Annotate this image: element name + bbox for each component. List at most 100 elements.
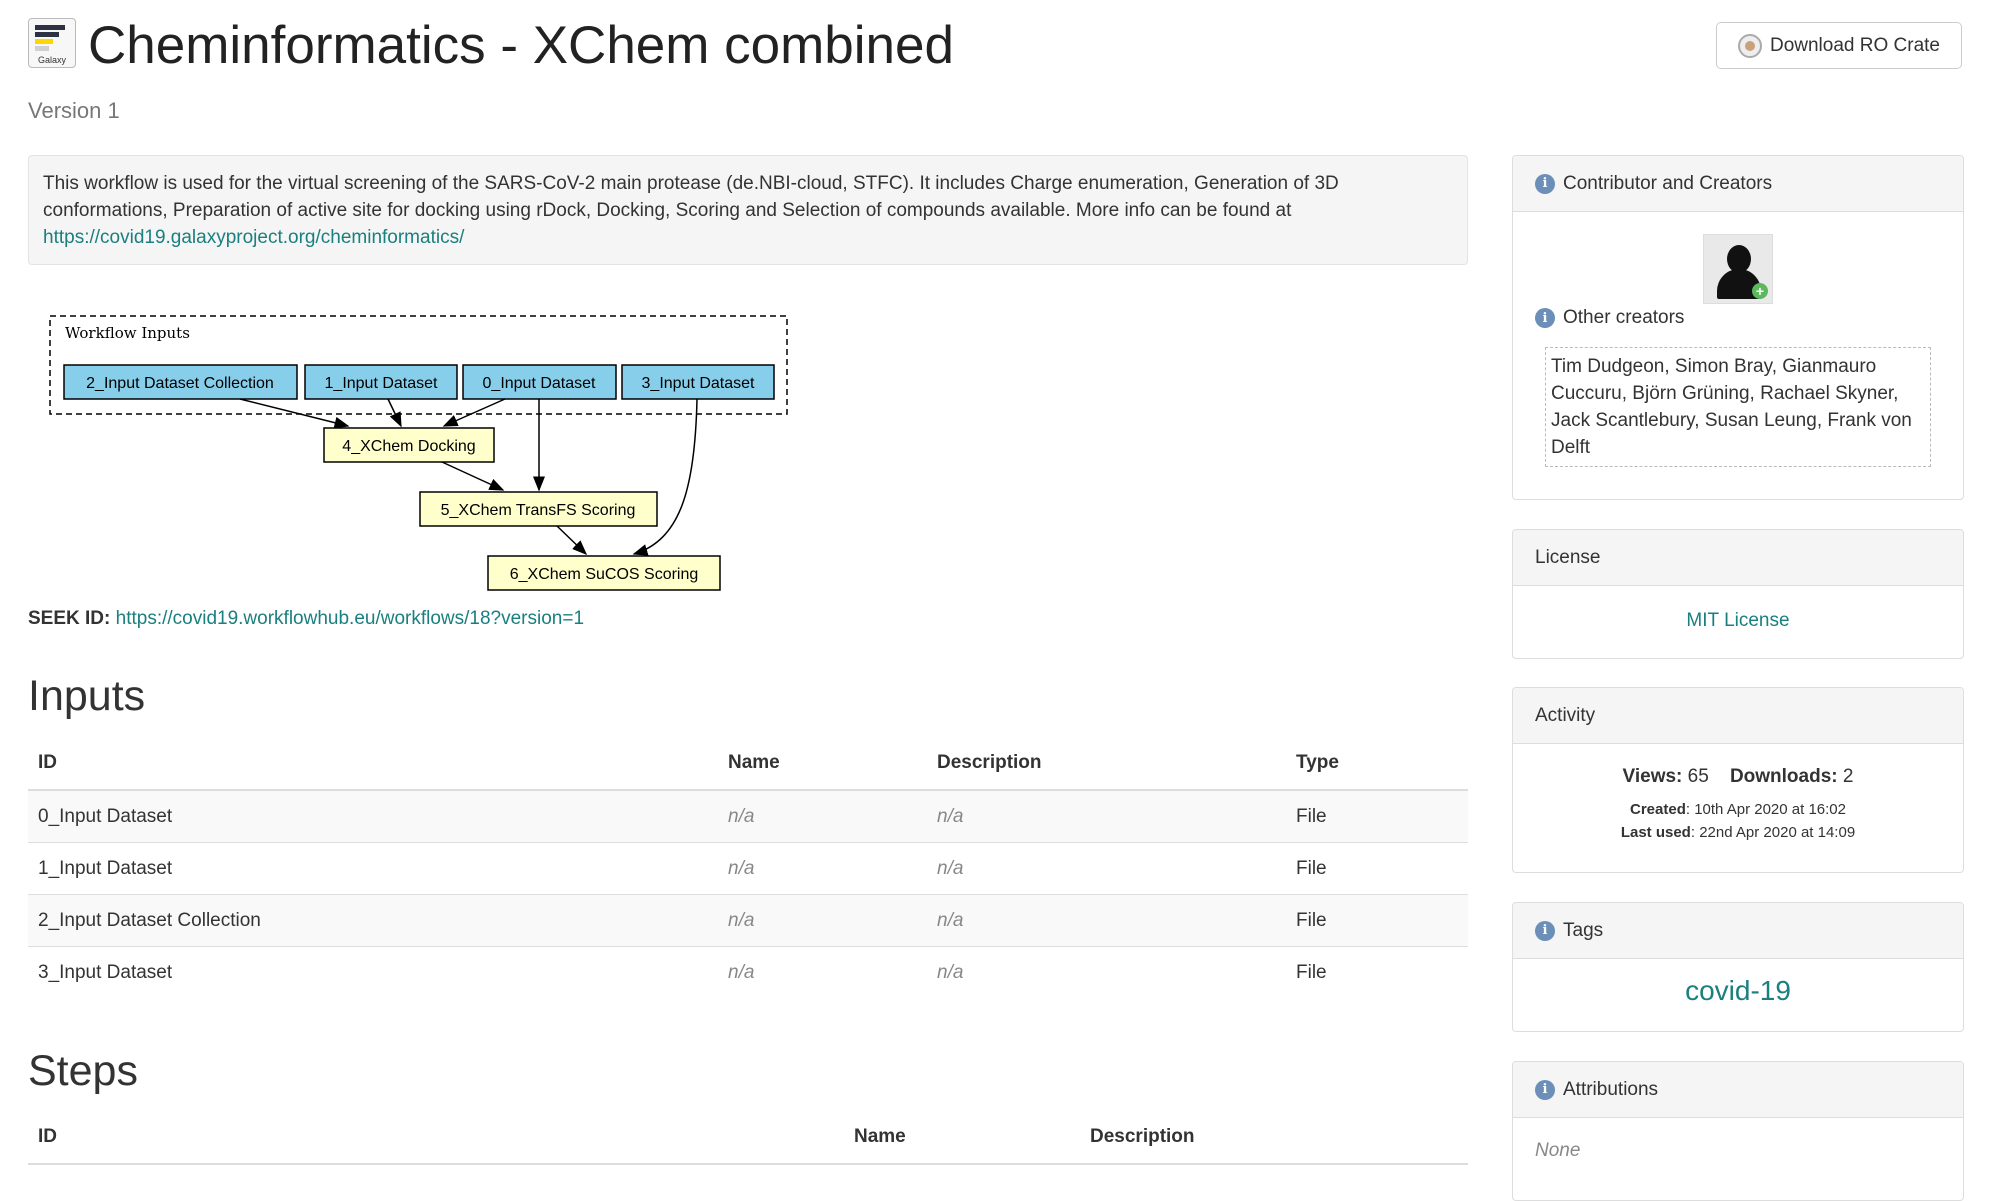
downloads-count: 2 xyxy=(1842,766,1854,787)
cell-description: n/a xyxy=(927,894,1286,947)
node-2-input-dataset-collection[interactable] xyxy=(63,364,298,400)
attributions-panel: i Attributions None xyxy=(1512,1061,1964,1201)
workflow-description: This workflow is used for the virtual sc… xyxy=(28,155,1468,265)
downloads-label: Downloads: xyxy=(1729,766,1838,787)
inputs-header-row: ID Name Description Type xyxy=(28,737,1468,791)
cell-type: File xyxy=(1286,789,1468,843)
views-label: Views: xyxy=(1622,766,1683,787)
node-6-xchem-sucos-scoring[interactable] xyxy=(487,555,721,591)
tags-panel: i Tags covid-19 xyxy=(1512,902,1964,1032)
activity-title: Activity xyxy=(1535,704,1596,726)
created-label: Created xyxy=(1630,801,1686,818)
last-used-label: Last used xyxy=(1620,824,1691,841)
cell-id: 3_Input Dataset xyxy=(28,946,718,998)
steps-heading: Steps xyxy=(28,1047,138,1095)
node-5-xchem-transfs-scoring[interactable] xyxy=(419,491,658,527)
tag-covid-19[interactable]: covid-19 xyxy=(1685,975,1791,1006)
avatar[interactable]: + xyxy=(1703,234,1773,304)
cheminformatics-link[interactable]: https://covid19.galaxyproject.org/chemin… xyxy=(43,227,465,248)
table-row: 2_Input Dataset Collection n/a n/a File xyxy=(28,894,1468,947)
cell-id: 0_Input Dataset xyxy=(28,789,718,843)
workflow-inputs-label: Workflow Inputs xyxy=(65,324,190,342)
node-1-input-dataset[interactable] xyxy=(304,364,458,400)
created-line: Created: 10th Apr 2020 at 16:02 xyxy=(1513,798,1963,821)
attributions-value: None xyxy=(1535,1140,1581,1161)
info-icon[interactable]: i xyxy=(1535,173,1555,194)
cell-description: n/a xyxy=(927,946,1286,998)
info-icon[interactable]: i xyxy=(1535,920,1555,941)
page-title: Cheminformatics - XChem combined xyxy=(88,16,954,75)
activity-stats: Views: 65 Downloads: 2 xyxy=(1513,766,1963,788)
col-id: ID xyxy=(28,737,718,791)
node-4-label: 4_XChem Docking xyxy=(342,438,475,455)
node-4-xchem-docking[interactable] xyxy=(323,427,495,463)
seek-id: SEEK ID: https://covid19.workflowhub.eu/… xyxy=(28,608,584,630)
workflow-inputs-group xyxy=(49,315,788,415)
node-0-label: 0_Input Dataset xyxy=(483,375,597,392)
last-used-value: : 22nd Apr 2020 at 14:09 xyxy=(1690,824,1856,841)
table-row: 0_Input Dataset n/a n/a File xyxy=(28,789,1468,843)
cell-name: n/a xyxy=(718,894,927,947)
contributors-panel-header: i Contributor and Creators xyxy=(1513,156,1963,212)
node-1-label: 1_Input Dataset xyxy=(325,375,439,392)
cell-id: 1_Input Dataset xyxy=(28,842,718,895)
inputs-table: ID Name Description Type 0_Input Dataset… xyxy=(28,737,1468,998)
workflow-diagram: Workflow Inputs 2_Input Dataset Collecti… xyxy=(49,315,788,591)
tags-title: Tags xyxy=(1563,919,1604,941)
contributors-panel: i Contributor and Creators + i Other cre… xyxy=(1512,155,1964,500)
steps-header-row: ID Name Description xyxy=(28,1111,1468,1165)
steps-table: ID Name Description xyxy=(28,1111,1468,1165)
table-row: 1_Input Dataset n/a n/a File xyxy=(28,842,1468,895)
galaxy-logo: Galaxy xyxy=(28,18,76,68)
cell-name: n/a xyxy=(718,842,927,895)
other-creators-list: Tim Dudgeon, Simon Bray, Gianmauro Cuccu… xyxy=(1545,347,1931,467)
license-panel-header: License xyxy=(1513,530,1963,586)
description-text: This workflow is used for the virtual sc… xyxy=(43,173,1339,221)
col-description: Description xyxy=(1080,1111,1468,1165)
other-creators-heading: i Other creators xyxy=(1535,307,1684,329)
col-type: Type xyxy=(1286,737,1468,791)
info-icon[interactable]: i xyxy=(1535,308,1555,328)
plus-icon: + xyxy=(1752,283,1768,299)
license-link[interactable]: MIT License xyxy=(1686,610,1790,631)
logo-text: Galaxy xyxy=(37,55,66,65)
cell-description: n/a xyxy=(927,789,1286,843)
cell-name: n/a xyxy=(718,946,927,998)
col-name: Name xyxy=(844,1111,1080,1165)
other-creators-label: Other creators xyxy=(1563,307,1685,328)
attributions-title: Attributions xyxy=(1563,1078,1659,1100)
tags-panel-header: i Tags xyxy=(1513,903,1963,959)
views-count: 65 xyxy=(1687,766,1709,787)
seek-id-link[interactable]: https://covid19.workflowhub.eu/workflows… xyxy=(115,608,585,629)
cell-type: File xyxy=(1286,842,1468,895)
diagram-edges xyxy=(239,398,698,556)
node-2-label: 2_Input Dataset Collection xyxy=(86,375,274,392)
seek-id-label: SEEK ID: xyxy=(28,608,111,629)
info-icon[interactable]: i xyxy=(1535,1079,1555,1100)
col-name: Name xyxy=(718,737,927,791)
license-title: License xyxy=(1535,546,1601,568)
cell-type: File xyxy=(1286,894,1468,947)
contributors-title: Contributor and Creators xyxy=(1563,172,1773,194)
activity-panel: Activity Views: 65 Downloads: 2 Created:… xyxy=(1512,687,1964,873)
activity-panel-header: Activity xyxy=(1513,688,1963,744)
last-used-line: Last used: 22nd Apr 2020 at 14:09 xyxy=(1513,821,1963,844)
col-id: ID xyxy=(28,1111,844,1165)
node-5-label: 5_XChem TransFS Scoring xyxy=(441,502,636,519)
created-value: : 10th Apr 2020 at 16:02 xyxy=(1685,801,1846,818)
col-description: Description xyxy=(927,737,1286,791)
node-3-input-dataset[interactable] xyxy=(621,364,775,400)
attributions-panel-header: i Attributions xyxy=(1513,1062,1963,1118)
cell-id: 2_Input Dataset Collection xyxy=(28,894,718,947)
license-panel: License MIT License xyxy=(1512,529,1964,659)
table-row: 3_Input Dataset n/a n/a File xyxy=(28,946,1468,998)
node-3-label: 3_Input Dataset xyxy=(642,375,756,392)
download-ro-crate-button[interactable]: Download RO Crate xyxy=(1716,22,1962,69)
cell-type: File xyxy=(1286,946,1468,998)
ro-crate-icon xyxy=(1737,33,1762,58)
version-label: Version 1 xyxy=(28,98,120,123)
cell-name: n/a xyxy=(718,789,927,843)
cell-description: n/a xyxy=(927,842,1286,895)
node-6-label: 6_XChem SuCOS Scoring xyxy=(510,566,699,583)
download-ro-crate-label: Download RO Crate xyxy=(1769,34,1941,56)
